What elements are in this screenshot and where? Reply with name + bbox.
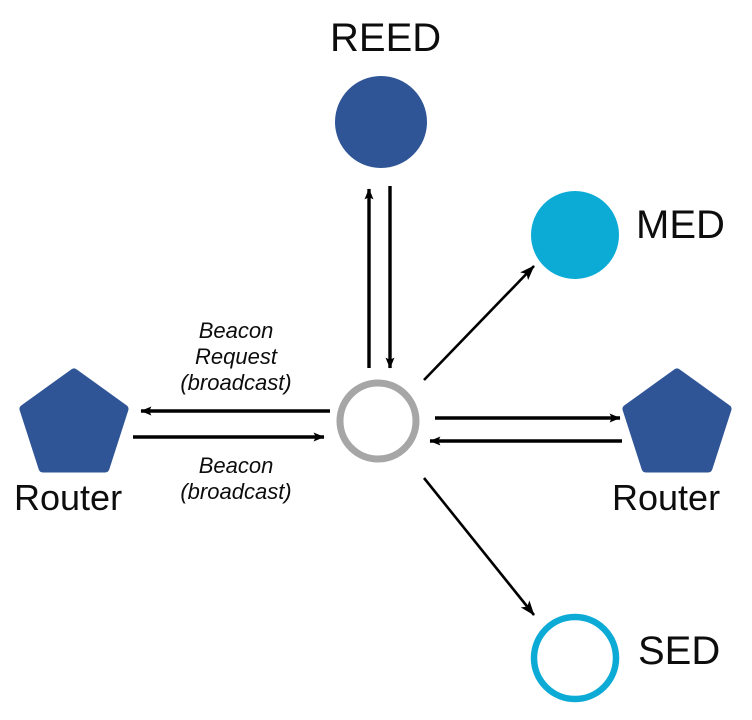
node-med[interactable] xyxy=(531,191,619,279)
edge-label-beacon-request-line1: Beacon xyxy=(198,318,274,343)
node-router-left[interactable] xyxy=(19,368,129,473)
node-center-joiner[interactable] xyxy=(336,379,420,463)
edge-center-to-sed xyxy=(422,477,536,616)
node-label-sed: SED xyxy=(638,629,721,673)
node-sed[interactable] xyxy=(530,613,620,703)
node-label-med: MED xyxy=(636,203,725,247)
edge-label-beacon-line1: Beacon xyxy=(198,453,274,478)
node-label-router-right: Router xyxy=(612,477,721,518)
node-router-right[interactable] xyxy=(622,368,732,473)
edge-label-beacon-request-line2: Request xyxy=(195,343,277,369)
edge-label-beacon-request: Beacon Request (broadcast) xyxy=(148,318,324,396)
node-group xyxy=(19,76,732,703)
node-label-reed: REED xyxy=(330,16,442,60)
node-reed[interactable] xyxy=(335,76,427,168)
edge-center-to-med xyxy=(423,265,535,381)
edge-label-beacon-request-line3: (broadcast) xyxy=(180,369,292,395)
node-label-router-left: Router xyxy=(14,477,123,518)
edge-group xyxy=(133,186,622,616)
edge-label-beacon-line2: (broadcast) xyxy=(180,478,292,504)
edge-label-beacon: Beacon (broadcast) xyxy=(148,453,324,505)
